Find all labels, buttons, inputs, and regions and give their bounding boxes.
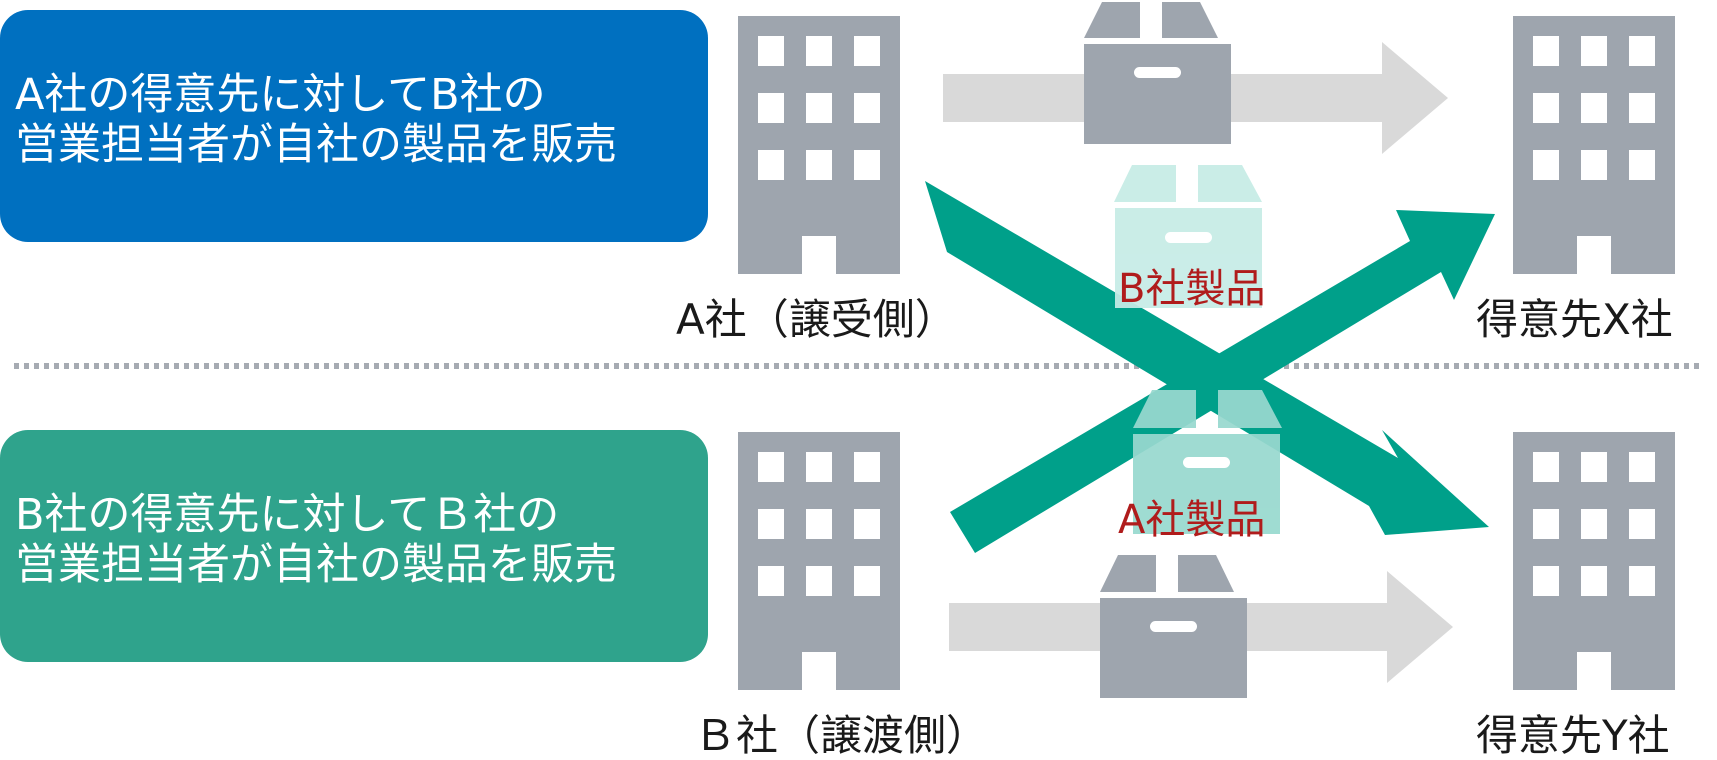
box-icon (1114, 165, 1262, 308)
panel-b-line-2: 営業担当者が自社の製品を販売 (15, 540, 617, 590)
building-icon (1513, 16, 1675, 274)
panel-b-line-1: B社の得意先に対してＢ社の (15, 490, 560, 540)
panel-a-line-1: A社の得意先に対してB社の (15, 70, 546, 120)
box-icon (1133, 390, 1282, 534)
company-b-label: Ｂ社（譲渡側） (694, 711, 989, 760)
building-icon (738, 432, 900, 690)
product-label-b: B社製品 (1118, 266, 1266, 312)
customer-x-label: 得意先X社 (1476, 295, 1673, 344)
panel-company-a-sales: A社の得意先に対してB社の 営業担当者が自社の製品を販売 (0, 10, 708, 242)
company-a-label: A社（譲受側） (676, 295, 957, 344)
panel-company-b-sales: B社の得意先に対してＢ社の 営業担当者が自社の製品を販売 (0, 430, 708, 662)
building-icon (1513, 432, 1675, 690)
building-icon (738, 16, 900, 274)
panel-a-line-2: 営業担当者が自社の製品を販売 (15, 120, 617, 170)
box-icon (1100, 555, 1247, 698)
box-icon (1084, 2, 1231, 144)
product-label-a: A社製品 (1118, 497, 1266, 543)
customer-y-label: 得意先Y社 (1476, 711, 1670, 760)
arrow-icon (925, 181, 1489, 535)
arrow-icon (950, 210, 1495, 553)
